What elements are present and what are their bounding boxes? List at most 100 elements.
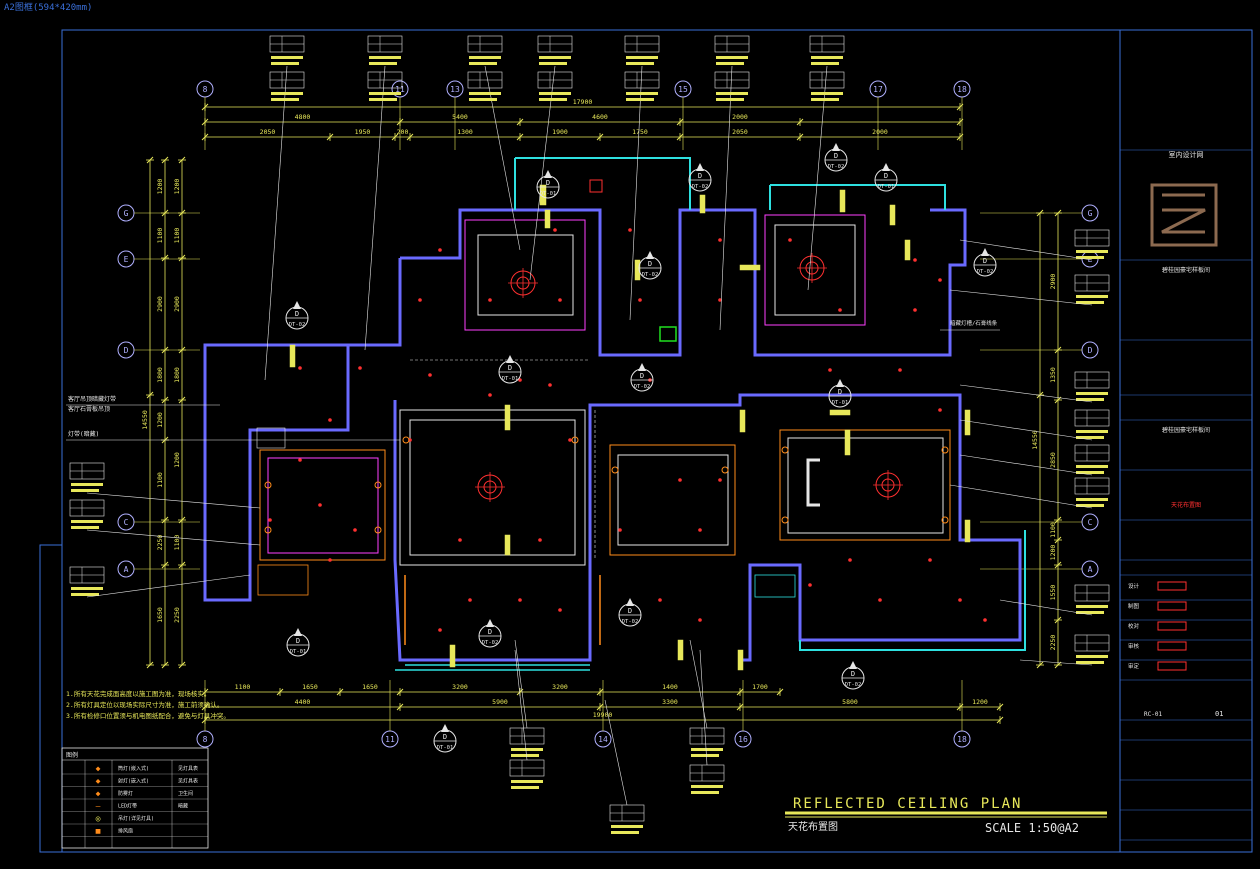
downlight	[928, 558, 932, 562]
grid-bottom-18-label: 18	[957, 735, 967, 744]
downlight	[438, 248, 442, 252]
tag-top-4-leader	[629, 65, 643, 321]
dim-right-parts-tick	[1054, 616, 1062, 624]
dim-left-parts2-tick	[178, 661, 186, 669]
detail-callout-4-letter: D	[295, 310, 299, 318]
tag-top-1-leader	[364, 65, 386, 351]
downlight	[553, 228, 557, 232]
tag-top-4-text-bar2	[626, 62, 654, 65]
tag-right-3-leader	[959, 419, 1093, 441]
detail-callout-10-letter: D	[628, 607, 632, 615]
tag-right-2-text-bar2	[1076, 398, 1104, 401]
dim-left-parts2-value: 2250	[173, 607, 181, 623]
downlight	[628, 228, 632, 232]
tag-right-1-text-bar1	[1076, 295, 1108, 298]
dim-bottom-row2-value: 1200	[972, 698, 988, 706]
dim-top-row2-tick	[516, 133, 524, 141]
tag-right-6-text-bar1	[1076, 605, 1108, 608]
detail-callout-2-arrow	[882, 163, 890, 171]
dim-top-total-value: 17900	[573, 98, 593, 106]
detail-callout-1-code: DT-02	[692, 184, 709, 190]
dim-left-parts-tick	[161, 561, 169, 569]
tag-top-5-text-bar2	[716, 62, 744, 65]
dim-bottom-row1-value: 1650	[302, 683, 318, 691]
downlight	[913, 258, 917, 262]
detail-callout-8-letter: D	[296, 637, 300, 645]
dim-bottom-row1-value: 3200	[552, 683, 568, 691]
tag-right-7-text-bar2	[1076, 661, 1104, 664]
grid-top-13-label: 13	[450, 85, 460, 94]
tag-bottom-1-text-bar2	[511, 786, 539, 789]
tag-bottom-4-leader	[699, 649, 708, 766]
spotlight	[611, 466, 619, 474]
detail-callout-11-code: DT-02	[642, 272, 659, 278]
legend-name: 吊灯(详见灯具)	[118, 815, 154, 822]
tag-left-0-text-bar1	[71, 483, 103, 486]
dim-left-parts-tick	[161, 396, 169, 404]
detail-callout-10-code: DT-02	[622, 619, 639, 625]
downlight	[438, 628, 442, 632]
spotlight	[781, 516, 789, 524]
tag-right-2-leader	[959, 384, 1093, 403]
detail-callout-0-letter: D	[546, 179, 550, 187]
dim-right-total-value: 14550	[1031, 430, 1039, 450]
downlight	[838, 308, 842, 312]
dim-top-row2-tick	[406, 133, 414, 141]
downlight	[418, 298, 422, 302]
dim-left-parts-value: 1100	[156, 228, 164, 244]
tag-top-1-text-bar2	[369, 62, 397, 65]
dim-right-total-tick	[1036, 391, 1044, 399]
tag-left-2-text-bar1	[71, 587, 103, 590]
dim-right-parts-value: 1100	[1049, 522, 1057, 538]
dim-top-row2-tick	[326, 133, 334, 141]
downlight	[558, 298, 562, 302]
general-notes: 1.所有天花完成面高度以施工图为准，现场核实。 2.所有灯具定位以现场实际尺寸为…	[66, 689, 230, 720]
tag-right-4-text-bar2	[1076, 471, 1104, 474]
light-fixtures	[264, 184, 987, 671]
spotlight	[941, 516, 949, 524]
dim-right-parts-tick	[1054, 561, 1062, 569]
led-strip-marker	[677, 639, 684, 661]
dim-top-row2-tick	[796, 133, 804, 141]
downlight	[548, 383, 552, 387]
tag-top-b-4-text-bar2	[626, 98, 654, 101]
detail-callout-7-letter: D	[838, 388, 842, 396]
dim-left-total-tick	[146, 156, 154, 164]
tag-bottom-3-text-bar2	[691, 754, 719, 757]
dim-left-parts2-tick	[178, 254, 186, 262]
signature-mark	[1157, 581, 1187, 591]
title-english: REFLECTED CEILING PLAN	[793, 796, 1022, 812]
tag-left-2-leader	[86, 574, 251, 598]
dim-right-parts-tick	[1054, 536, 1062, 544]
led-strip-marker	[844, 429, 851, 456]
spotlight	[264, 526, 272, 534]
tag-right-5-text-bar1	[1076, 498, 1108, 501]
tag-right-1-text-bar2	[1076, 301, 1104, 304]
tag-top-4-text-bar1	[626, 56, 658, 59]
grid-top-15-label: 15	[678, 85, 688, 94]
legend-name: 排风扇	[118, 828, 133, 835]
tag-left-1-text-bar2	[71, 526, 99, 529]
tag-left-0-leader	[86, 492, 261, 509]
ceiling-west-bedroom-inner	[267, 457, 379, 554]
dim-top-row1-value: 4800	[295, 113, 311, 121]
balcony-fixture-east	[754, 574, 796, 598]
ceiling-study	[764, 214, 866, 326]
detail-callout-5-letter: D	[508, 364, 512, 372]
dim-right-parts-value: 1350	[1049, 367, 1057, 383]
ceiling-living-room-inner	[409, 419, 576, 556]
tag-top-3-text-bar1	[539, 56, 571, 59]
tag-right-0-leader	[959, 239, 1093, 261]
detail-callout-6-code: DT-02	[634, 384, 651, 390]
led-strip-marker	[449, 644, 456, 668]
dim-left-total-tick	[146, 391, 154, 399]
detail-callout-10-arrow	[626, 598, 634, 606]
downlight	[788, 238, 792, 242]
bay-windows-north	[514, 157, 946, 210]
tag-bottom-2-text-bar1	[611, 825, 643, 828]
tag-right-4-text-bar1	[1076, 465, 1108, 468]
led-strip-marker	[289, 344, 296, 368]
detail-callout-5-code: DT-01	[502, 376, 519, 382]
dim-left-parts-tick	[161, 156, 169, 164]
downlight	[298, 458, 302, 462]
